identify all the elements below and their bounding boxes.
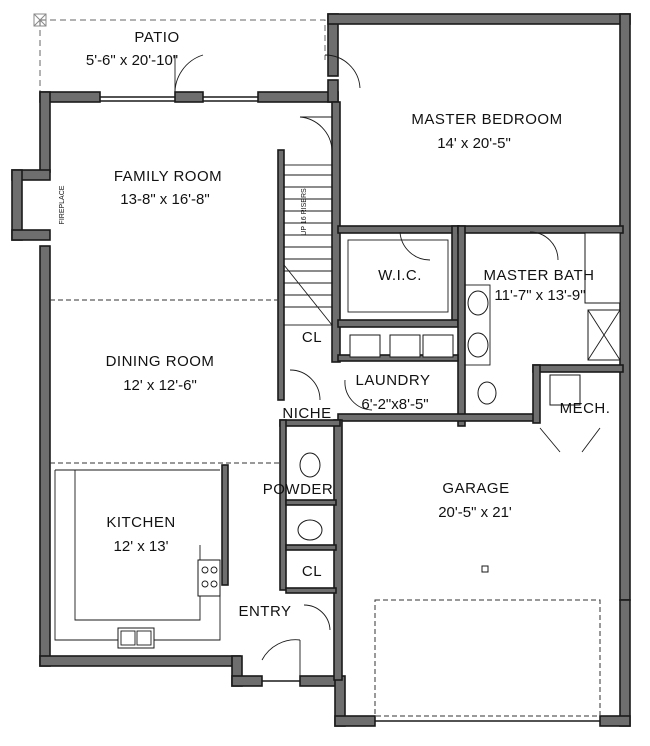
master-bath-dims: 11'-7" x 13'-9": [494, 287, 585, 304]
wic-label: W.I.C.: [378, 267, 422, 284]
family-room-label: FAMILY ROOM: [114, 168, 222, 185]
doors: [174, 54, 601, 680]
niche-label: NICHE: [282, 405, 331, 422]
entry-label: ENTRY: [238, 603, 291, 620]
patio-outline: [33, 13, 326, 95]
room-labels: PATIO 5'-6" x 20'-10" MASTER BEDROOM 14'…: [59, 29, 610, 620]
master-bedroom-dims: 14' x 20'-5": [437, 135, 511, 152]
patio-label: PATIO: [134, 29, 179, 46]
stair-note: UP 16 RISERS: [301, 188, 308, 236]
laundry-label: LAUNDRY: [356, 372, 431, 389]
room-dividers: [50, 299, 280, 464]
dining-room-dims: 12' x 12'-6": [123, 377, 197, 394]
fireplace-label: FIREPLACE: [59, 185, 66, 224]
interior-walls: [221, 101, 624, 681]
kitchen-label: KITCHEN: [106, 514, 175, 531]
powder-label: POWDER: [263, 481, 334, 498]
closet-entry-label: CL: [302, 563, 322, 580]
dining-room-label: DINING ROOM: [106, 353, 215, 370]
family-room-dims: 13-8" x 16'-8": [120, 191, 209, 208]
mech-label: MECH.: [560, 400, 611, 417]
garage-label: GARAGE: [442, 480, 509, 497]
kitchen-dims: 12' x 13': [114, 538, 169, 555]
garage-dims: 20'-5" x 21': [438, 504, 512, 521]
master-bath-label: MASTER BATH: [483, 267, 594, 284]
laundry-dims: 6'-2"x8'-5": [361, 396, 428, 413]
patio-dims: 5'-6" x 20'-10": [86, 52, 178, 69]
closet-stair-label: CL: [302, 329, 322, 346]
fixtures: [54, 232, 621, 717]
master-bedroom-label: MASTER BEDROOM: [411, 111, 562, 128]
stairs: [283, 164, 333, 326]
